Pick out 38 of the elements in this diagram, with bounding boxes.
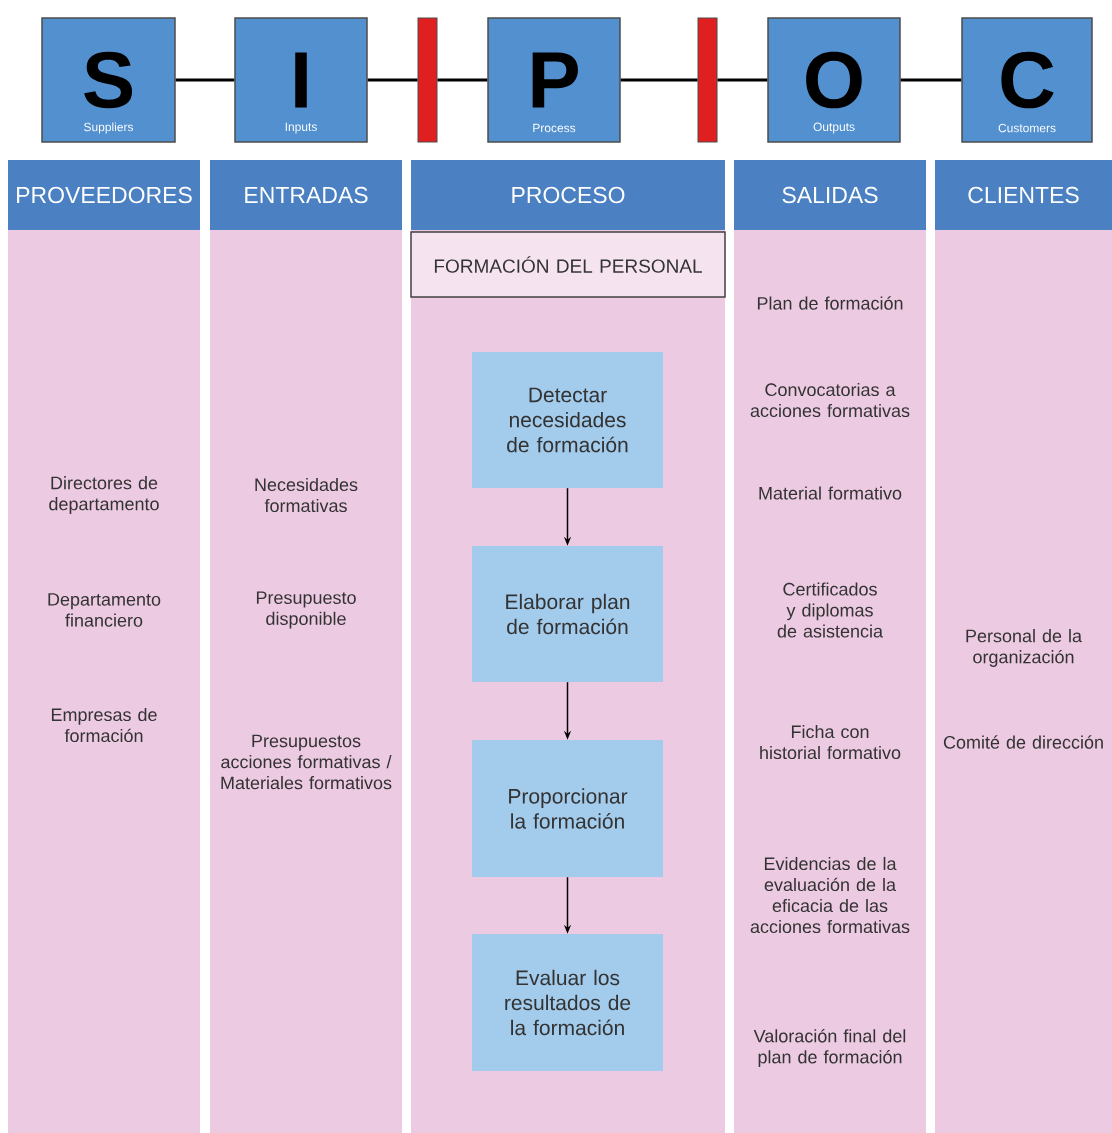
connector-line bbox=[717, 78, 768, 82]
column-header: SALIDAS bbox=[734, 160, 926, 230]
connector-line bbox=[175, 78, 235, 82]
item-text: Plan de formación bbox=[757, 296, 903, 310]
item-text: Material formativo bbox=[759, 486, 902, 500]
column-header: ENTRADAS bbox=[210, 160, 402, 230]
item-text: Valoración final del plan de formación bbox=[753, 1029, 906, 1067]
item-text: Directores de departamento bbox=[49, 476, 159, 514]
box-subtitle: Outputs bbox=[813, 122, 855, 134]
box-subtitle: Inputs bbox=[285, 122, 317, 134]
item-text: Personal de la organización bbox=[966, 629, 1082, 667]
item-text: Empresas de formación bbox=[51, 707, 157, 743]
item-text: Presupuesto disponible bbox=[256, 591, 356, 629]
connector-line bbox=[620, 78, 698, 82]
column-header: PROVEEDORES bbox=[8, 160, 200, 230]
title-box: FORMACIÓN DEL PERSONAL bbox=[410, 231, 726, 298]
item-text: Evidencias de la evaluación de la eficacia de las acciones formativas bbox=[750, 856, 910, 934]
item-text: Comité de dirección bbox=[943, 735, 1103, 749]
process-box: Evaluar los resultados de la formación bbox=[472, 934, 663, 1071]
item-text: Convocatorias a acciones formativas bbox=[750, 382, 910, 418]
process-box: Elaborar plan de formación bbox=[472, 546, 663, 682]
connector-line bbox=[367, 78, 418, 82]
separator-bar bbox=[417, 17, 438, 143]
item-text: Certificados y diplomas de asistencia bbox=[777, 582, 883, 638]
separator-bar bbox=[697, 17, 718, 143]
item-text: Necesidades formativas bbox=[255, 477, 358, 513]
connector-line bbox=[900, 78, 962, 82]
item-text: Presupuestos acciones formativas / Materiales formativos bbox=[221, 734, 392, 790]
column-header: CLIENTES bbox=[935, 160, 1112, 230]
column-header: PROCESO bbox=[411, 160, 725, 230]
process-box: Detectar necesidades de formación bbox=[472, 352, 663, 488]
item-text: Departamento financiero bbox=[48, 593, 161, 627]
process-box: Proporcionar la formación bbox=[472, 740, 663, 877]
box-subtitle: Suppliers bbox=[84, 122, 134, 134]
connector-line bbox=[437, 78, 488, 82]
box-subtitle: Process bbox=[533, 123, 576, 133]
item-text: Ficha con historial formativo bbox=[760, 724, 901, 760]
box-subtitle: Customers bbox=[998, 123, 1056, 133]
